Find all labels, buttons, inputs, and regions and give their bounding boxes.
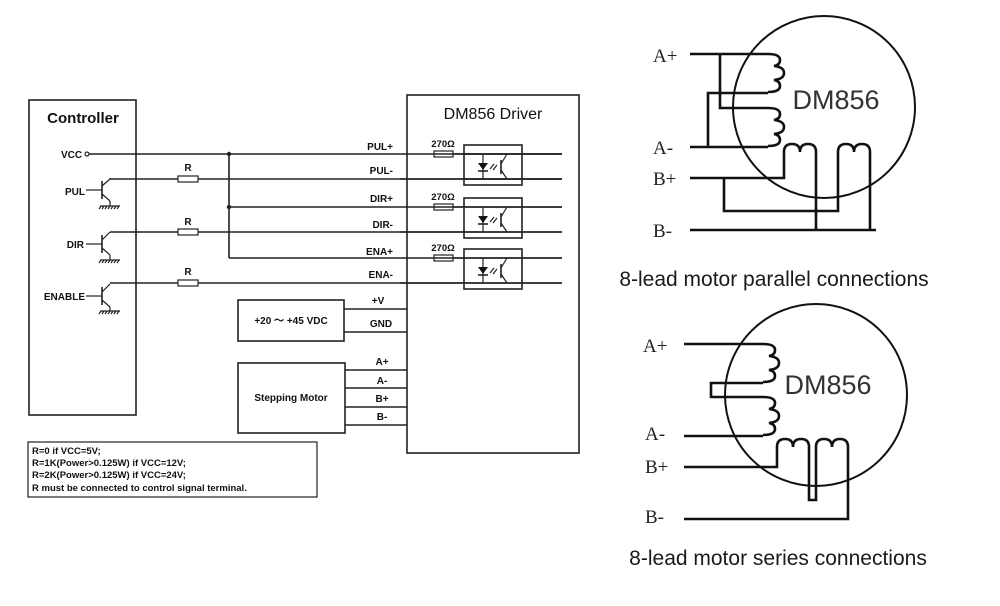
terminal-label-v-plus: +V [372,296,385,307]
pin-label-dir: DIR [67,240,85,251]
resistor-label: R [184,217,192,228]
terminal-label-ena-plus: ENA+ [366,247,393,258]
resistor-270-label: 270Ω [431,243,455,254]
controller-title: Controller [47,110,119,127]
signal-wires: R R R PUL+ PUL- DIR+ DIR- ENA+ ENA- [89,142,562,287]
junction-dot [226,204,232,210]
vcc-terminal-icon [84,151,90,157]
stepping-motor-box [237,362,346,434]
terminal-label-a-plus: A+ [375,357,388,368]
terminal-label-b-minus: B- [377,412,388,423]
lead-label-a-minus: A- [645,424,665,445]
terminal-label-a-minus: A- [377,376,388,387]
resistor-icon-dir [177,228,199,236]
pin-label-vcc: VCC [61,150,82,161]
pin-label-pul: PUL [65,187,85,198]
resistor-label: R [184,267,192,278]
stepping-motor-label: Stepping Motor [254,393,327,404]
lead-label-a-plus: A+ [653,46,677,67]
transistor-icon-enable [86,283,120,315]
terminal-label-dir-minus: DIR- [372,220,393,231]
lead-label-a-minus: A- [653,138,673,159]
terminal-label-dir-plus: DIR+ [370,194,393,205]
stepping-motor-block: Stepping Motor A+ A- B+ B- [237,357,407,434]
lead-label-b-plus: B+ [653,169,676,190]
terminal-label-pul-plus: PUL+ [367,142,393,153]
driver-block: DM856 Driver 270Ω 270Ω 270Ω [400,94,580,454]
motor-label: DM856 [792,85,879,115]
junction-dot [226,151,232,157]
resistor-icon-enable [177,279,199,287]
lead-label-b-plus: B+ [645,457,668,478]
note-line: R=2K(Power>0.125W) if VCC=24V; [32,470,186,481]
optocoupler-icon [463,197,523,239]
resistor-270-label: 270Ω [431,139,455,150]
note-line: R must be connected to control signal te… [32,483,247,494]
parallel-caption: 8-lead motor parallel connections [619,268,928,291]
series-caption: 8-lead motor series connections [629,547,927,570]
resistor-icon-pul [177,175,199,183]
terminal-label-ena-minus: ENA- [369,270,393,281]
lead-label-a-plus: A+ [643,336,667,357]
resistor-label: R [184,163,192,174]
terminal-label-gnd: GND [370,319,392,330]
power-supply-block: +20 ～ +45 VDC +V GND [237,296,407,342]
driver-box [406,94,580,454]
note-line: R=0 if VCC=5V; [32,446,101,457]
parallel-wiring [690,52,876,232]
series-connection-diagram: DM856 A+ A- B+ B- 8-lead motor series co… [629,303,927,570]
lead-label-b-minus: B- [653,221,672,242]
power-supply-box [237,299,345,342]
power-supply-label: +20 ～ +45 VDC [254,316,327,327]
controller-block: Controller VCC PUL DIR ENABLE [28,99,137,416]
transistor-icon-dir [86,231,120,264]
motor-label: DM856 [784,370,871,400]
parallel-connection-diagram: DM856 A+ A- B+ B- 8-lead motor parallel … [619,15,929,291]
series-wiring [684,342,850,521]
optocoupler-icon [463,248,523,290]
notes-box [27,441,318,498]
lead-label-b-minus: B- [645,507,664,528]
terminal-label-pul-minus: PUL- [370,166,393,177]
transistor-icon-pul [86,178,120,210]
pin-label-enable: ENABLE [44,292,85,303]
controller-box [28,99,137,416]
driver-title: DM856 Driver [444,106,543,123]
resistor-notes: R=0 if VCC=5V; R=1K(Power>0.125W) if VCC… [27,441,318,498]
terminal-label-b-plus: B+ [375,394,388,405]
note-line: R=1K(Power>0.125W) if VCC=12V; [32,458,186,469]
resistor-270-label: 270Ω [431,192,455,203]
